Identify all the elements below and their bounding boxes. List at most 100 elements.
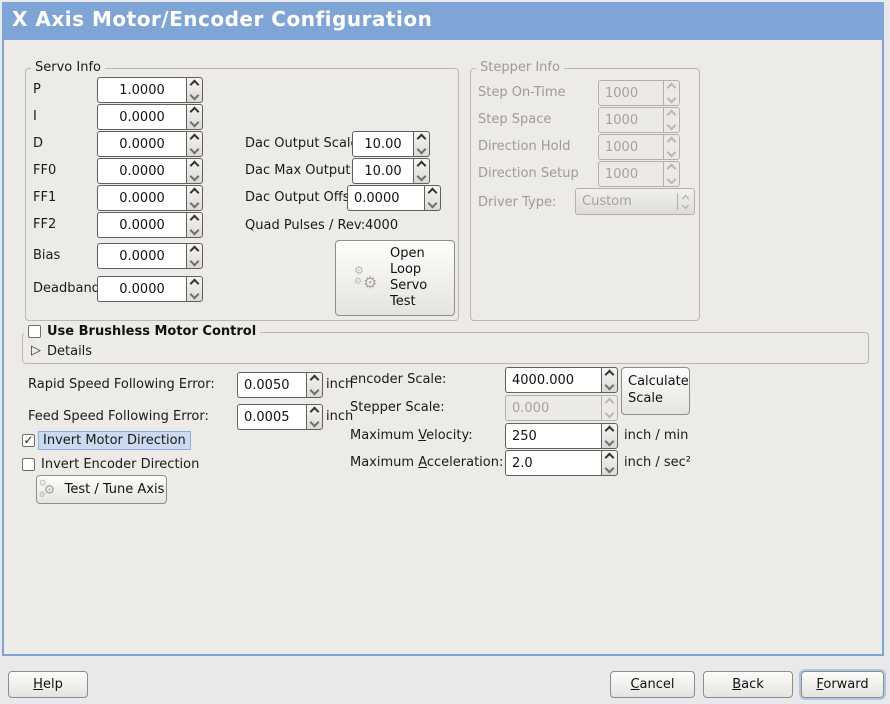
spin-up-icon[interactable] — [416, 133, 427, 144]
encoder-scale-label: encoder Scale: — [350, 372, 447, 387]
chevron-up-icon — [681, 194, 690, 202]
d-label: D — [33, 136, 44, 151]
spin-down-icon[interactable] — [189, 144, 200, 155]
ff1-spin-buttons[interactable] — [186, 185, 203, 211]
spin-down-icon[interactable] — [309, 417, 320, 428]
spin-up-icon[interactable] — [604, 425, 615, 436]
d-input[interactable] — [97, 131, 186, 157]
page-title: X Axis Motor/Encoder Configuration — [12, 7, 433, 31]
spin-down-icon — [666, 147, 677, 158]
spin-down-icon[interactable] — [189, 225, 200, 236]
ff2-spin-buttons[interactable] — [186, 212, 203, 238]
calculate-scale-button[interactable]: Calculate Scale — [621, 367, 690, 415]
maximum-velocity-spin-buttons[interactable] — [601, 423, 618, 449]
spin-down-icon[interactable] — [416, 171, 427, 182]
test-tune-axis-button[interactable]: ⚙ ⚙ ⚙ Test / Tune Axis — [36, 475, 167, 504]
invert-motor-label[interactable]: Invert Motor Direction — [38, 431, 191, 450]
forward-button-label: Forward — [816, 677, 869, 692]
dac-output-offset-spin-buttons[interactable] — [424, 185, 441, 211]
spin-down-icon[interactable] — [604, 436, 615, 447]
details-label[interactable]: Details — [47, 344, 93, 359]
invert-encoder-checkbox[interactable] — [22, 458, 35, 471]
gears-icon: ⚙ ⚙ ⚙ — [354, 264, 378, 292]
bias-label: Bias — [33, 248, 61, 263]
direction-setup-label: Direction Setup — [478, 166, 579, 181]
spin-down-icon[interactable] — [416, 144, 427, 155]
cancel-button[interactable]: Cancel — [610, 671, 695, 698]
maximum-acceleration-input[interactable] — [505, 450, 601, 476]
dac-output-scale-spin-buttons[interactable] — [413, 131, 430, 157]
dac-output-scale-input[interactable] — [352, 131, 413, 157]
deadband-label: Deadband — [33, 281, 100, 296]
ff2-input[interactable] — [97, 212, 186, 238]
spin-up-icon[interactable] — [189, 133, 200, 144]
encoder-scale-spinbox — [505, 367, 618, 393]
ff0-spin-buttons[interactable] — [186, 158, 203, 184]
spin-up-icon[interactable] — [427, 187, 438, 198]
dac-output-offset-input[interactable] — [347, 185, 424, 211]
spin-up-icon[interactable] — [309, 374, 320, 385]
maximum-velocity-unit: inch / min — [624, 428, 689, 443]
encoder-scale-spin-buttons[interactable] — [601, 367, 618, 393]
spin-up-icon[interactable] — [189, 79, 200, 90]
use-brushless-checkbox[interactable] — [28, 325, 41, 338]
feed-speed-error-input[interactable] — [237, 404, 306, 430]
spin-up-icon[interactable] — [189, 214, 200, 225]
p-input[interactable] — [97, 77, 186, 103]
d-spin-buttons[interactable] — [186, 131, 203, 157]
brushless-header: Use Brushless Motor Control — [24, 322, 261, 341]
rapid-speed-error-spin-buttons[interactable] — [306, 372, 323, 398]
spin-down-icon[interactable] — [189, 289, 200, 300]
invert-motor-checkbox[interactable]: ✓ — [22, 434, 35, 447]
bias-spin-buttons[interactable] — [186, 243, 203, 269]
spin-up-icon[interactable] — [189, 160, 200, 171]
bias-input[interactable] — [97, 243, 186, 269]
driver-type-select: Custom — [575, 188, 695, 215]
dac-max-output-label: Dac Max Output: — [245, 163, 355, 178]
feed-speed-error-spin-buttons[interactable] — [306, 404, 323, 430]
dac-max-output-input[interactable] — [352, 158, 413, 184]
spin-down-icon[interactable] — [604, 380, 615, 391]
spin-up-icon[interactable] — [189, 187, 200, 198]
quad-pulses-value: 4000 — [365, 218, 399, 233]
spin-down-icon[interactable] — [189, 198, 200, 209]
spin-up-icon[interactable] — [189, 106, 200, 117]
maximum-acceleration-unit: inch / sec² — [624, 455, 692, 470]
ff1-input[interactable] — [97, 185, 186, 211]
spin-up-icon[interactable] — [604, 452, 615, 463]
help-button[interactable]: Help — [8, 671, 88, 698]
encoder-scale-input[interactable] — [505, 367, 601, 393]
spin-down-icon[interactable] — [309, 385, 320, 396]
forward-button[interactable]: Forward — [801, 671, 884, 698]
dac-max-output-spin-buttons[interactable] — [413, 158, 430, 184]
i-input[interactable] — [97, 104, 186, 130]
spin-down-icon[interactable] — [189, 171, 200, 182]
rapid-speed-error-input[interactable] — [237, 372, 306, 398]
spin-down-icon[interactable] — [189, 90, 200, 101]
back-button[interactable]: Back — [703, 671, 793, 698]
spin-down-icon[interactable] — [427, 198, 438, 209]
spin-up-icon — [666, 82, 677, 93]
spin-up-icon[interactable] — [416, 160, 427, 171]
p-spinbox — [97, 77, 203, 103]
open-loop-servo-test-button[interactable]: ⚙ ⚙ ⚙ Open Loop Servo Test — [335, 240, 455, 316]
spin-down-icon[interactable] — [189, 256, 200, 267]
spin-up-icon[interactable] — [309, 406, 320, 417]
step-on-time-input — [598, 80, 663, 106]
maximum-acceleration-spin-buttons[interactable] — [601, 450, 618, 476]
p-spin-buttons[interactable] — [186, 77, 203, 103]
spin-up-icon[interactable] — [189, 278, 200, 289]
invert-encoder-label[interactable]: Invert Encoder Direction — [41, 457, 200, 472]
spin-down-icon[interactable] — [604, 463, 615, 474]
ff0-input[interactable] — [97, 158, 186, 184]
details-expander-icon[interactable]: ▷ — [31, 343, 41, 358]
deadband-input[interactable] — [97, 276, 186, 302]
spin-up-icon[interactable] — [604, 369, 615, 380]
deadband-spin-buttons[interactable] — [186, 276, 203, 302]
spin-down-icon[interactable] — [189, 117, 200, 128]
maximum-velocity-input[interactable] — [505, 423, 601, 449]
direction-hold-input — [598, 134, 663, 160]
spin-up-icon[interactable] — [189, 245, 200, 256]
driver-type-label: Driver Type: — [478, 195, 557, 210]
i-spin-buttons[interactable] — [186, 104, 203, 130]
